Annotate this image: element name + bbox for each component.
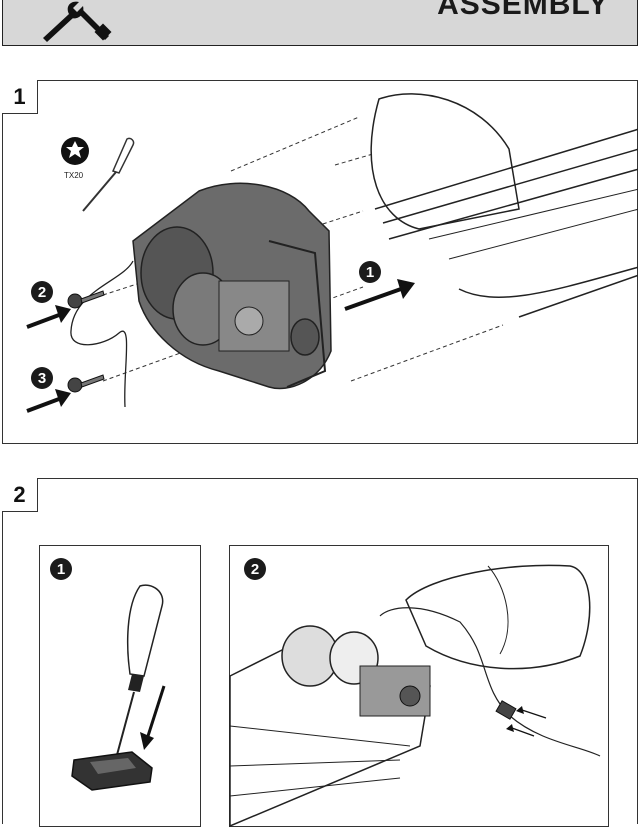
page-header: ASSEMBLY [2, 0, 638, 46]
screw-icon [67, 374, 105, 393]
screwdriver-press-illustration [71, 584, 166, 791]
step-1-number: 1 [2, 80, 38, 114]
insert-arrow-1 [344, 279, 415, 311]
callout-badge-1: 1 [359, 261, 381, 283]
step-2-number: 2 [2, 478, 38, 512]
screw-arrow-3 [26, 389, 71, 413]
panel-2-badge: 2 [244, 558, 266, 580]
callout-badge-2: 2 [31, 281, 53, 303]
screw-arrow-2 [26, 305, 71, 329]
motor-housing-illustration [132, 182, 332, 390]
end-cap-illustration [370, 93, 638, 318]
step-2-section: 2 1 2 [2, 478, 638, 828]
torx-screwdriver-icon [61, 137, 135, 212]
torx-size-label: TX20 [64, 171, 84, 180]
wrench-screwdriver-icon [43, 1, 112, 42]
cable-wire [70, 260, 134, 408]
callout-badge-3: 3 [31, 367, 53, 389]
page-title: ASSEMBLY [437, 0, 609, 21]
step-2-panel-2: 2 [229, 545, 609, 828]
screw-icon [67, 290, 105, 309]
step-2-panel-1: 1 [39, 545, 201, 827]
panel-1-badge: 1 [50, 558, 72, 580]
step-1-section: 1 TX20 [2, 80, 638, 444]
cable-routing-illustration [229, 564, 601, 828]
